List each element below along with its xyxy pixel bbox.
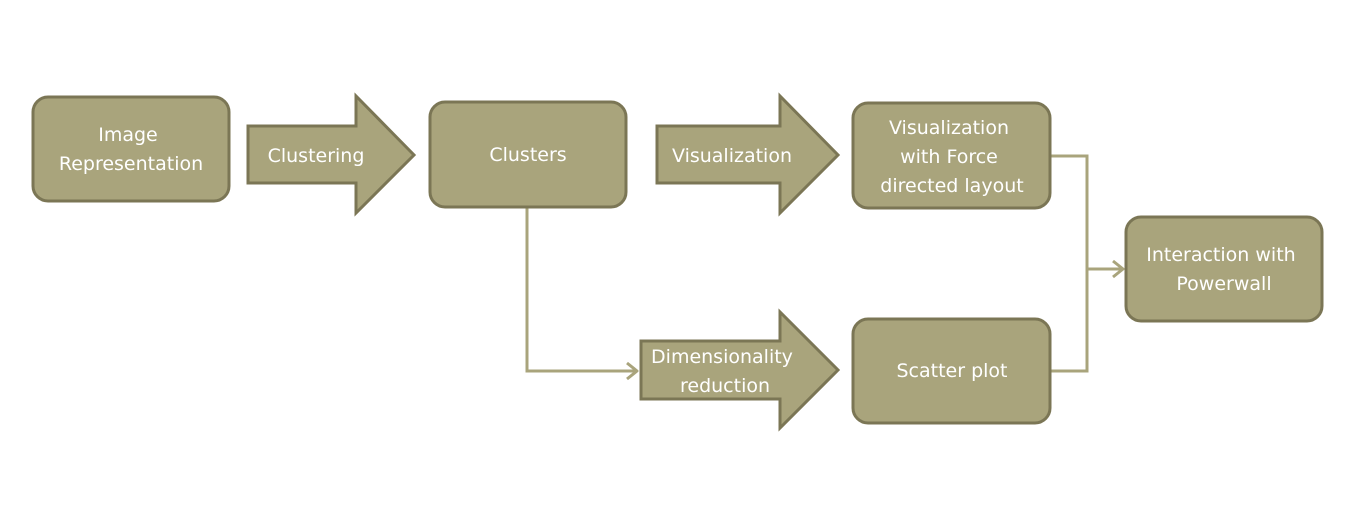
- interaction-powerwall-box: Interaction with Powerwall: [1124, 215, 1324, 323]
- connector-interaction-arrowhead: [1112, 259, 1125, 279]
- clusters-label: Clusters: [489, 144, 566, 166]
- connector-dimred-arrowhead: [626, 361, 639, 381]
- clusters-box: Clusters: [428, 100, 628, 209]
- visualization-force-label: Visualization with Force directed layout: [880, 117, 1023, 197]
- visualization-arrow: Visualization: [655, 92, 841, 217]
- visualization-arrow-label: Visualization: [672, 145, 792, 167]
- clustering-arrow-label: Clustering: [268, 145, 365, 167]
- interaction-powerwall-label: Interaction with Powerwall: [1146, 244, 1301, 295]
- connector-clusters-to-dimred: [525, 207, 636, 373]
- scatter-plot-label: Scatter plot: [896, 360, 1007, 382]
- clustering-arrow: Clustering: [246, 92, 417, 217]
- dimensionality-reduction-arrow-label: Dimensionality reduction: [651, 346, 799, 397]
- visualization-force-box: Visualization with Force directed layout: [851, 101, 1052, 210]
- dimensionality-reduction-arrow: Dimensionality reduction: [639, 308, 841, 432]
- image-representation-box: Image Representation: [31, 95, 231, 203]
- image-representation-label: Image Representation: [59, 124, 203, 175]
- connector-viz-to-merge: [1051, 154, 1089, 373]
- scatter-plot-box: Scatter plot: [851, 317, 1052, 425]
